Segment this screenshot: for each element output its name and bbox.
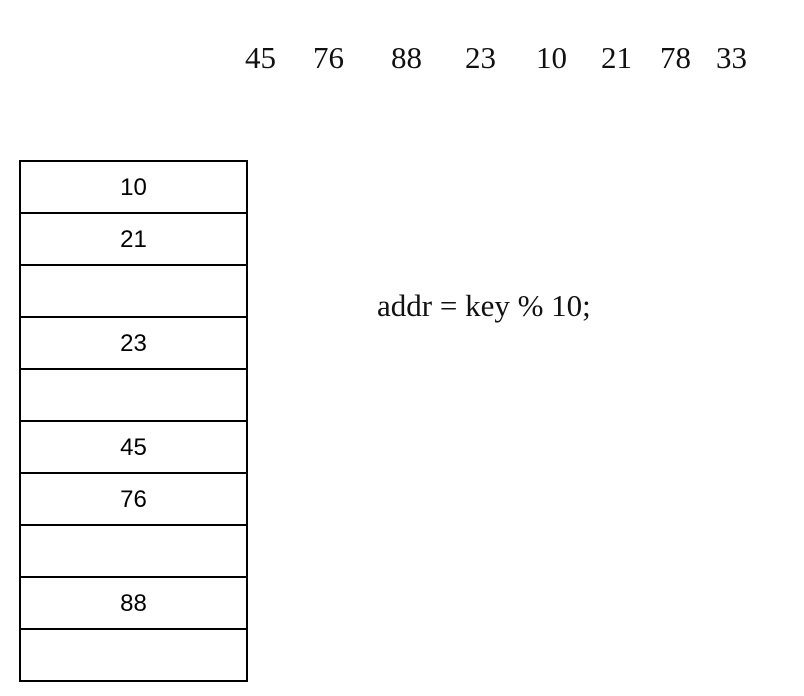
hash-table: 10 21 23 45 76 88 [19, 160, 248, 682]
hash-slot-8: 88 [21, 578, 246, 630]
input-key: 78 [660, 40, 691, 75]
input-key: 10 [536, 40, 567, 75]
input-key: 76 [313, 40, 344, 75]
hash-slot-4 [21, 370, 246, 422]
hash-slot-9 [21, 630, 246, 682]
hash-slot-3: 23 [21, 318, 246, 370]
input-key: 23 [465, 40, 496, 75]
input-key: 45 [245, 40, 276, 75]
input-key: 21 [601, 40, 632, 75]
hash-slot-5: 45 [21, 422, 246, 474]
input-key: 88 [391, 40, 422, 75]
hash-function-formula: addr = key % 10; [377, 288, 591, 323]
input-key: 33 [716, 40, 747, 75]
hash-slot-7 [21, 526, 246, 578]
hash-slot-1: 21 [21, 214, 246, 266]
hash-slot-2 [21, 266, 246, 318]
hash-slot-6: 76 [21, 474, 246, 526]
hash-slot-0: 10 [21, 162, 246, 214]
